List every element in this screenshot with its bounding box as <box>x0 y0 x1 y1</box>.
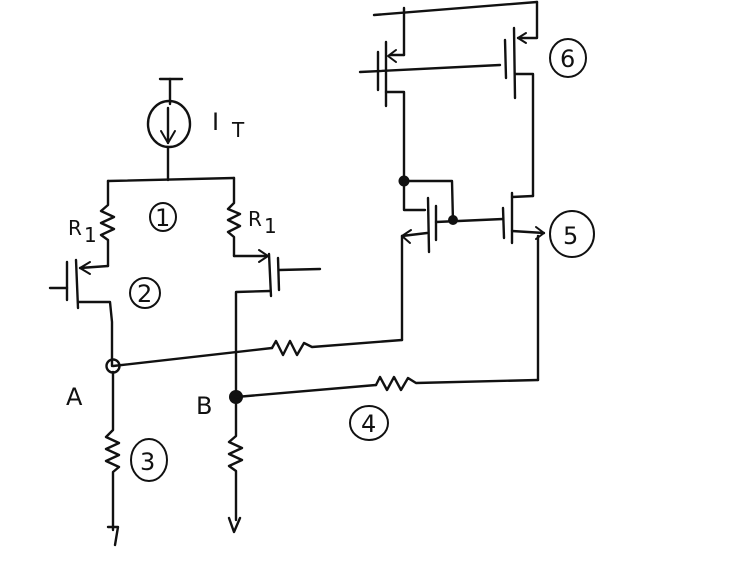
pmos-mirror-right <box>503 0 539 198</box>
resistor-r1-right <box>226 176 242 258</box>
svg-text:1: 1 <box>155 204 170 232</box>
r-left-subscript: 1 <box>84 223 97 247</box>
pmos-right <box>232 249 322 399</box>
pmos-mirror-left <box>358 6 502 182</box>
gate-link-wire <box>434 217 505 224</box>
wire-a-to-resistor <box>111 346 274 368</box>
marker-2: 2 <box>129 277 161 309</box>
marker-5: 5 <box>549 210 595 258</box>
nmos-middle-left <box>400 179 438 342</box>
resistor-r1-left <box>99 179 116 268</box>
svg-text:2: 2 <box>137 280 152 308</box>
svg-text:6: 6 <box>560 45 575 73</box>
svg-text:4: 4 <box>361 410 376 438</box>
r-left-label: R <box>68 216 82 240</box>
marker-3: 3 <box>130 438 168 482</box>
top-rail <box>106 176 236 183</box>
svg-text:5: 5 <box>563 222 578 250</box>
wire-b-to-resistor <box>234 383 378 399</box>
marker-4: 4 <box>349 405 389 441</box>
resistor-load-left <box>104 370 121 532</box>
diode-connection-wire <box>402 179 455 224</box>
nmos-middle-right <box>501 191 546 382</box>
resistor-load-right <box>227 402 244 522</box>
marker-6: 6 <box>549 38 587 78</box>
ground-left-icon <box>106 525 120 547</box>
pmos-left <box>48 258 114 368</box>
svg-text:3: 3 <box>140 448 155 476</box>
ground-right-icon <box>227 516 242 534</box>
node-b-label: B <box>196 392 212 420</box>
marker-1: 1 <box>149 202 177 232</box>
resistor-lower-feedback <box>374 375 540 392</box>
resistor-upper-feedback <box>270 338 404 357</box>
node-a-label: A <box>66 383 83 411</box>
r-right-label: R <box>248 207 262 231</box>
current-source-subscript: T <box>231 118 245 142</box>
top-supply-rail <box>372 0 539 17</box>
current-source-label: I <box>212 108 219 136</box>
current-source <box>146 77 192 182</box>
r-right-subscript: 1 <box>264 214 277 238</box>
